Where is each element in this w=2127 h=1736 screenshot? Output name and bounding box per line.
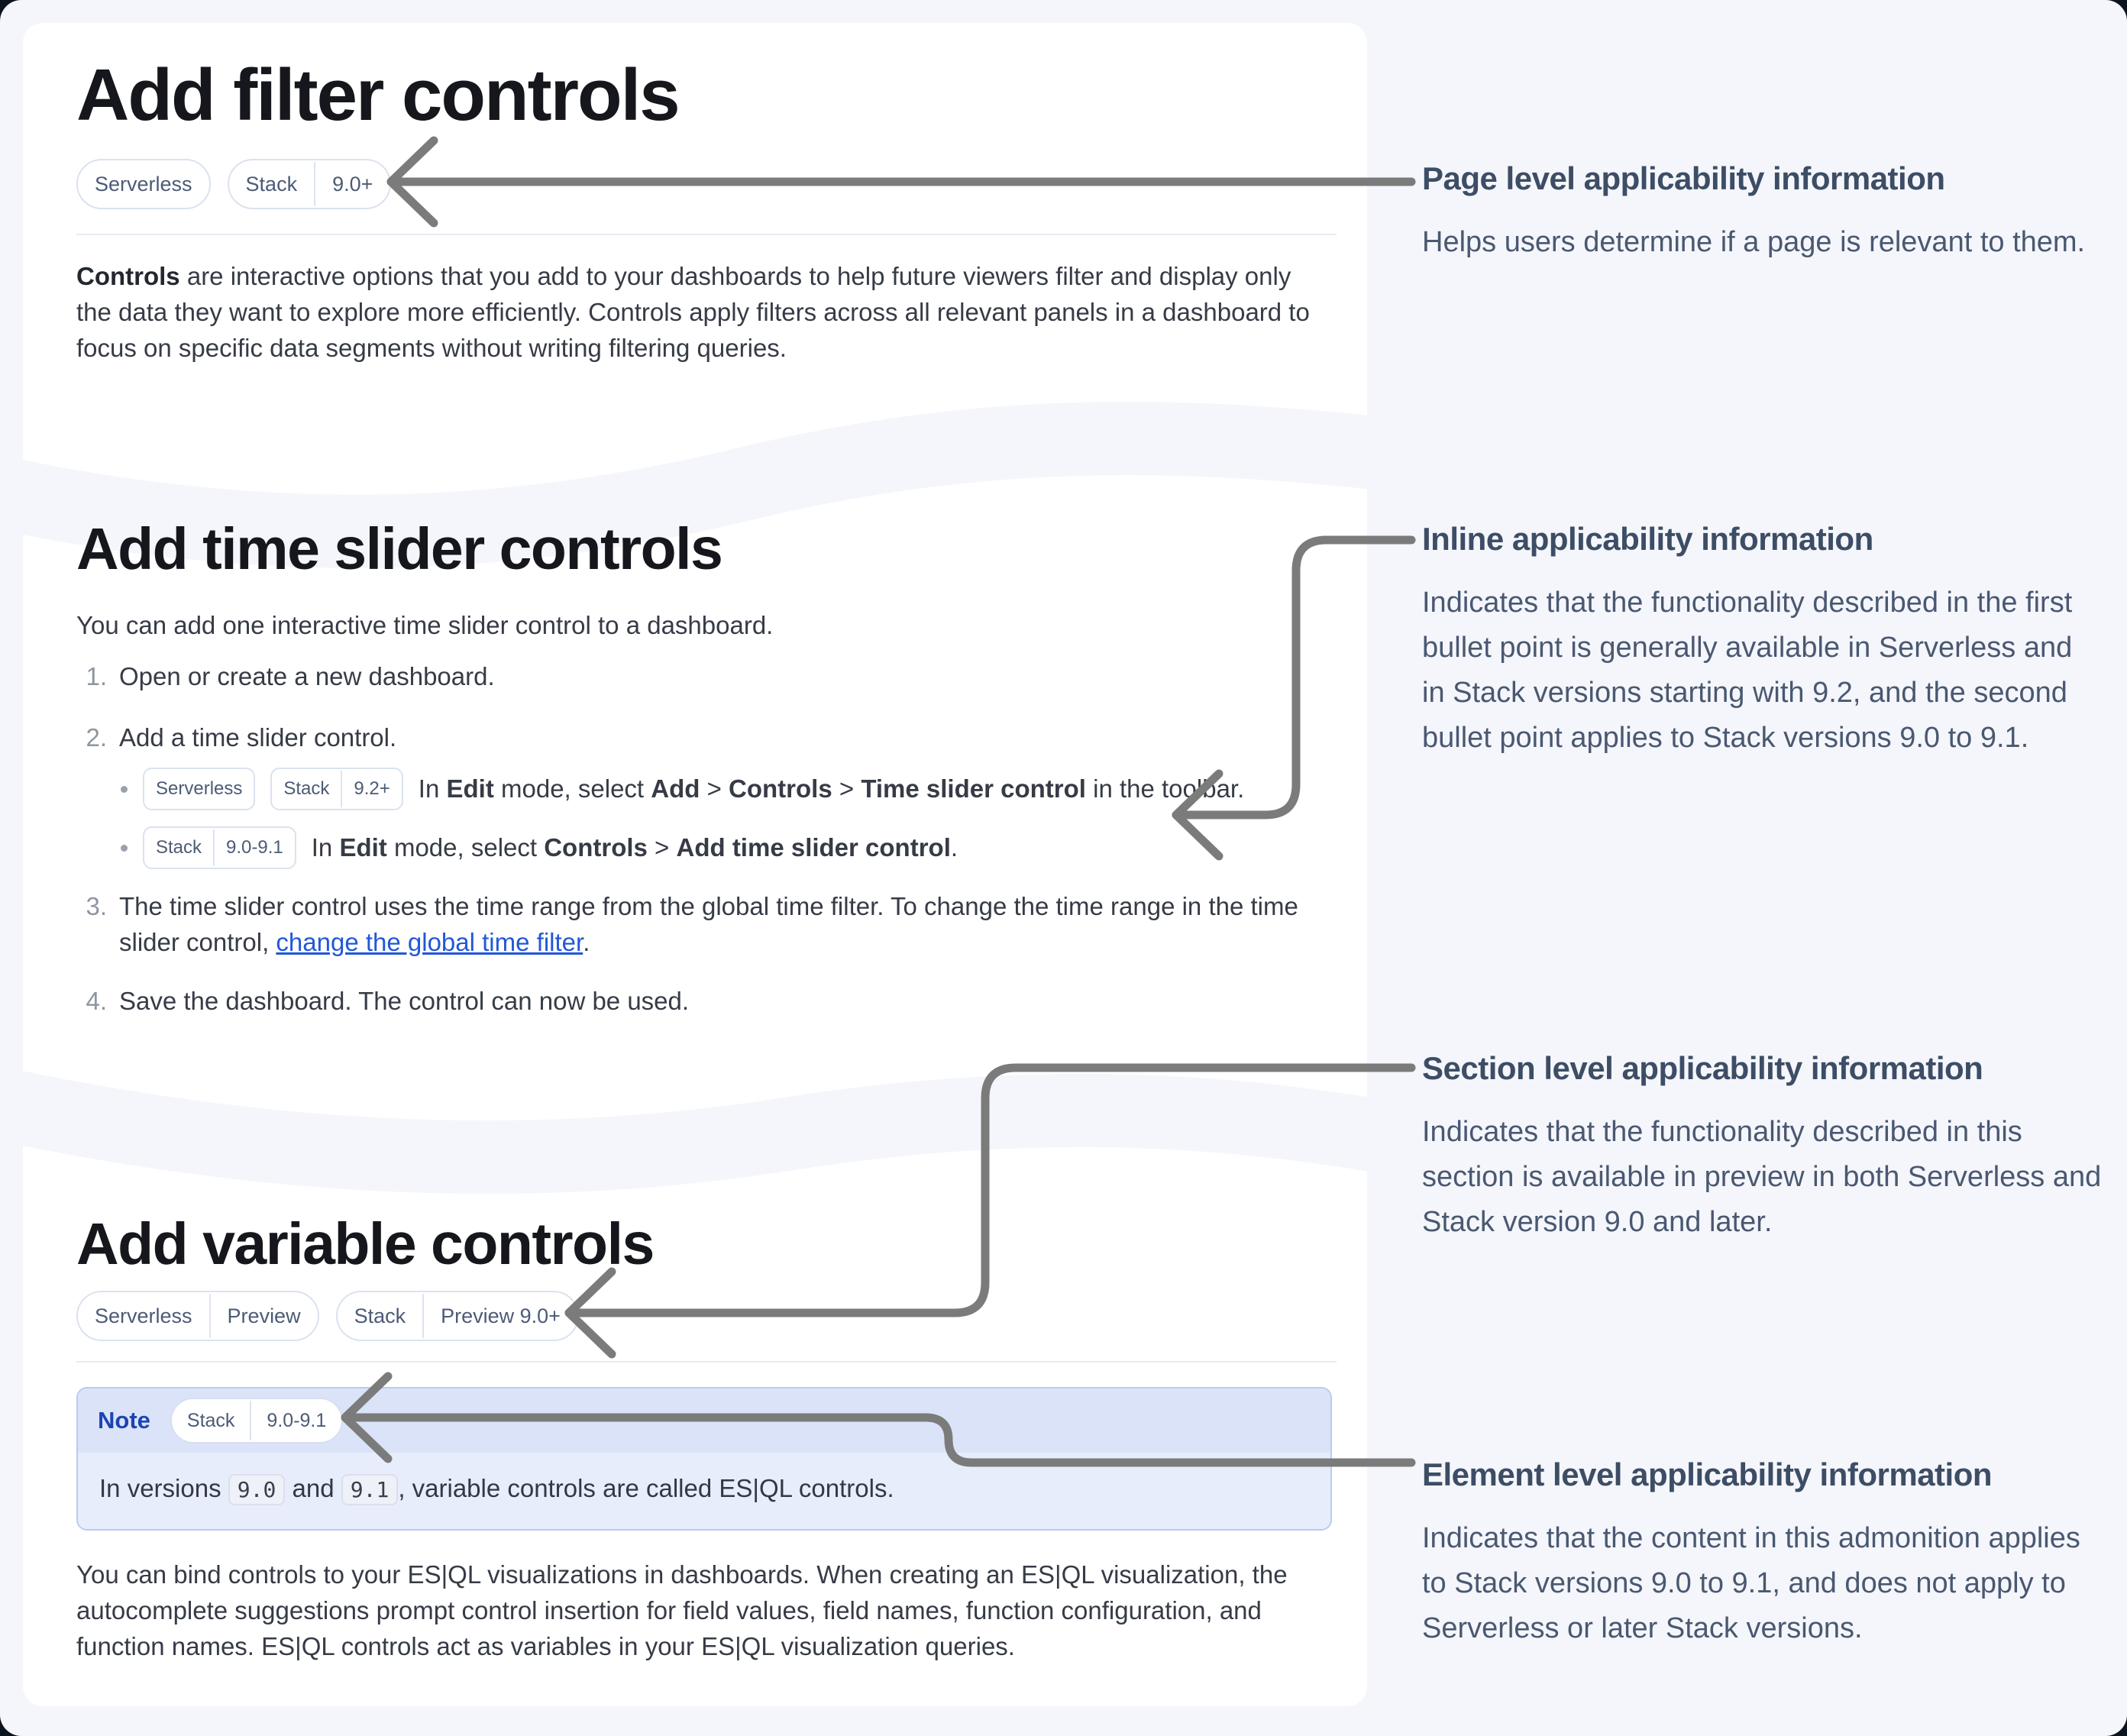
badge-serverless-label: Serverless — [95, 1304, 192, 1327]
inline-badge-serverless-label: Serverless — [156, 778, 243, 799]
divider — [76, 1361, 1337, 1363]
time-slider-intro: You can add one interactive time slider … — [76, 611, 774, 639]
annotation-element-level: Element level applicability information … — [1422, 1456, 2102, 1651]
inline-badge-stack-version: 9.0-9.1 — [213, 829, 295, 866]
annotation-section-level: Section level applicability information … — [1422, 1050, 2102, 1245]
step-1-text: Open or create a new dashboard. — [119, 662, 495, 690]
inline-badge-stack-label: Stack — [283, 778, 330, 799]
page-title: Add filter controls — [76, 54, 680, 136]
step-4-text: Save the dashboard. The control can now … — [119, 987, 690, 1015]
step-4-number: 4. — [86, 987, 107, 1015]
annotation-page-level: Page level applicability information Hel… — [1422, 160, 2102, 265]
badge-stack-version: 9.0+ — [314, 162, 390, 206]
annotation-title: Page level applicability information — [1422, 160, 1945, 196]
annotation-body: Helps users determine if a page is relev… — [1422, 226, 2086, 258]
step-2-text: Add a time slider control. — [119, 723, 397, 752]
global-time-filter-link[interactable]: change the global time filter — [276, 928, 583, 956]
divider — [76, 234, 1337, 235]
inline-badge-stack-version: 9.2+ — [341, 771, 401, 807]
step-3-text: The time slider control uses the time ra… — [119, 892, 1298, 956]
annotation-body: Indicates that the functionality describ… — [1422, 1116, 2102, 1238]
inline-badge-serverless[interactable]: Serverless — [143, 768, 256, 810]
variable-controls-paragraph: You can bind controls to your ES|QL visu… — [76, 1560, 1288, 1660]
inline-badge-stack-92[interactable]: Stack 9.2+ — [270, 768, 403, 810]
list-item: Serverless Stack 9.2+ In Edit mode, sele… — [121, 768, 1244, 810]
badge-serverless-preview[interactable]: Serverless Preview — [76, 1291, 319, 1341]
note-badge-version: 9.0-9.1 — [250, 1401, 341, 1440]
badge-preview-version-label: Preview 9.0+ — [422, 1294, 577, 1338]
note-header: Note Stack 9.0-9.1 — [78, 1388, 1330, 1453]
section-title-variable-controls: Add variable controls — [76, 1211, 655, 1277]
code-span-90: 9.0 — [228, 1474, 286, 1505]
content-column: Add filter controls Serverless Stack 9.0… — [23, 23, 1367, 1706]
step-1: 1. Open or create a new dashboard. — [76, 658, 495, 694]
note-admonition: Note Stack 9.0-9.1 In versions 9.0 and 9… — [76, 1387, 1332, 1531]
section-badges: Serverless Preview Stack Preview 9.0+ — [76, 1291, 579, 1341]
badge-stack[interactable]: Stack 9.0+ — [227, 159, 392, 209]
bullet-dot — [121, 844, 128, 852]
page-badges: Serverless Stack 9.0+ — [76, 159, 392, 209]
list-item: Stack 9.0-9.1 In Edit mode, select Contr… — [121, 826, 958, 869]
intro-paragraph-text: are interactive options that you add to … — [76, 262, 1310, 362]
badge-serverless[interactable]: Serverless — [76, 159, 211, 209]
note-badge-stack[interactable]: Stack 9.0-9.1 — [170, 1398, 344, 1443]
bullet-2-text: In Edit mode, select Controls > Add time… — [311, 833, 958, 862]
inline-badge-stack-9091[interactable]: Stack 9.0-9.1 — [143, 826, 296, 869]
badge-serverless-label: Serverless — [95, 173, 192, 196]
step-2: 2. Add a time slider control. — [76, 719, 396, 755]
step-2-number: 2. — [86, 723, 107, 752]
note-body: In versions 9.0 and 9.1, variable contro… — [78, 1453, 1330, 1529]
intro-paragraph-bold: Controls — [76, 262, 180, 290]
step-4: 4. Save the dashboard. The control can n… — [76, 983, 689, 1019]
badge-stack-label: Stack — [354, 1304, 406, 1327]
annotation-body: Indicates that the functionality describ… — [1422, 587, 2073, 754]
annotation-inline-level: Inline applicability information Indicat… — [1422, 521, 2102, 761]
step-1-number: 1. — [86, 662, 107, 690]
annotation-body: Indicates that the content in this admon… — [1422, 1522, 2080, 1644]
intro-paragraph: Controls are interactive options that yo… — [76, 258, 1333, 366]
badge-preview-label: Preview — [208, 1294, 318, 1338]
inline-badge-stack-label: Stack — [156, 837, 202, 858]
badge-stack-label: Stack — [245, 173, 298, 196]
step-3-number: 3. — [86, 892, 107, 920]
note-badge-stack-label: Stack — [186, 1410, 235, 1431]
bullet-1-text: In Edit mode, select Add > Controls > Ti… — [418, 774, 1245, 803]
section-title-time-slider: Add time slider controls — [76, 516, 723, 582]
note-label: Note — [98, 1407, 150, 1434]
annotation-title: Section level applicability information — [1422, 1050, 1983, 1086]
annotation-title: Inline applicability information — [1422, 521, 1873, 557]
code-span-91: 9.1 — [341, 1474, 399, 1505]
annotation-title: Element level applicability information — [1422, 1456, 1993, 1492]
badge-stack-preview[interactable]: Stack Preview 9.0+ — [335, 1291, 579, 1341]
step-3: 3. The time slider control uses the time… — [76, 888, 1329, 960]
bullet-dot — [121, 785, 128, 793]
